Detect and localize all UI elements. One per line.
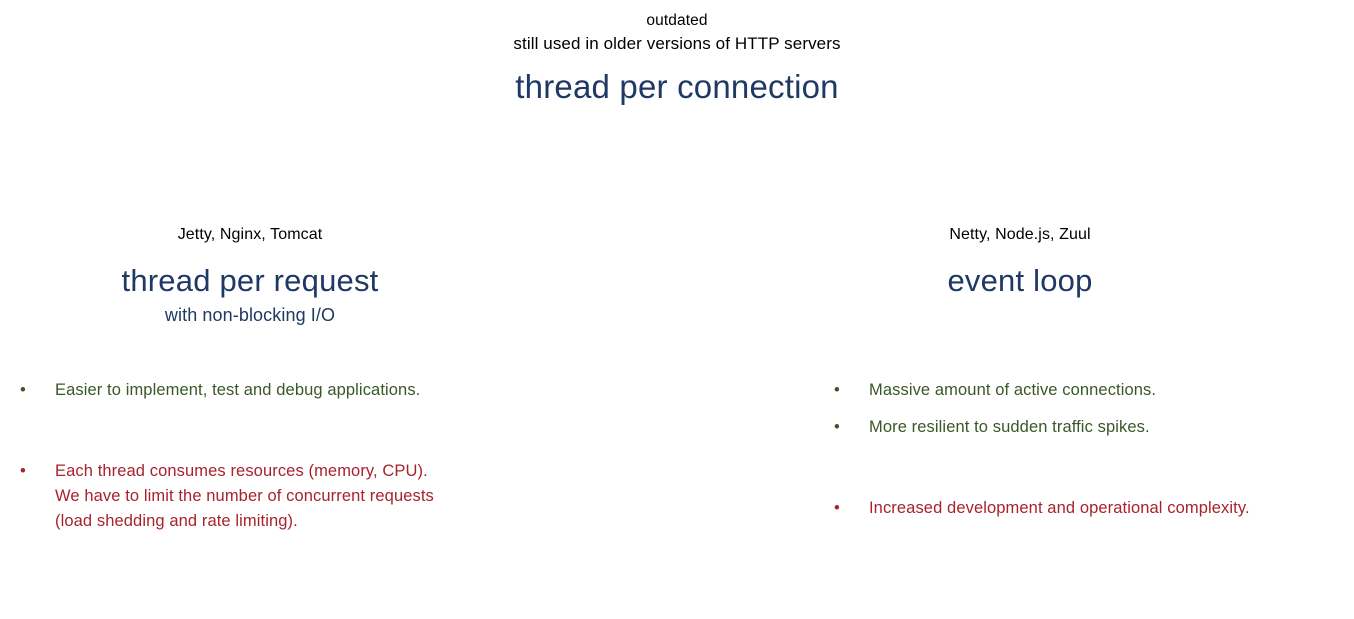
bullet-group-spacer: [18, 415, 538, 459]
column-right-vendors: Netty, Node.js, Zuul: [949, 226, 1091, 243]
column-right-pros-group: Massive amount of active connections. Mo…: [832, 378, 1352, 440]
bullet-group-spacer: [832, 452, 1352, 496]
column-left-title: thread per request: [121, 263, 379, 298]
column-left-head-group: Jetty, Nginx, Tomcat thread per request …: [0, 224, 500, 327]
header-note-line-1: outdated: [646, 12, 708, 29]
column-left-cons-group: Each thread consumes resources (memory, …: [18, 459, 538, 534]
column-left-heading: Jetty, Nginx, Tomcat thread per request …: [0, 224, 500, 327]
header-note-line-2: still used in older versions of HTTP ser…: [513, 34, 841, 53]
list-item: Increased development and operational co…: [832, 496, 1352, 521]
column-right-head-group: Netty, Node.js, Zuul event loop: [770, 224, 1270, 300]
column-right-bullets: Massive amount of active connections. Mo…: [832, 378, 1352, 533]
slide-header: outdated still used in older versions of…: [0, 10, 1354, 107]
column-right-title: event loop: [947, 263, 1093, 298]
column-left-subtitle: with non-blocking I/O: [164, 305, 336, 325]
column-left-vendors: Jetty, Nginx, Tomcat: [177, 226, 323, 243]
list-item: More resilient to sudden traffic spikes.: [832, 415, 1352, 440]
column-right-cons-group: Increased development and operational co…: [832, 496, 1352, 521]
list-item: Each thread consumes resources (memory, …: [18, 459, 538, 534]
page-title: thread per connection: [515, 68, 839, 105]
list-item: Massive amount of active connections.: [832, 378, 1352, 403]
column-left-bullets: Easier to implement, test and debug appl…: [18, 378, 538, 546]
list-item: Easier to implement, test and debug appl…: [18, 378, 538, 403]
column-right-heading: Netty, Node.js, Zuul event loop: [770, 224, 1270, 300]
column-left-pros-group: Easier to implement, test and debug appl…: [18, 378, 538, 403]
